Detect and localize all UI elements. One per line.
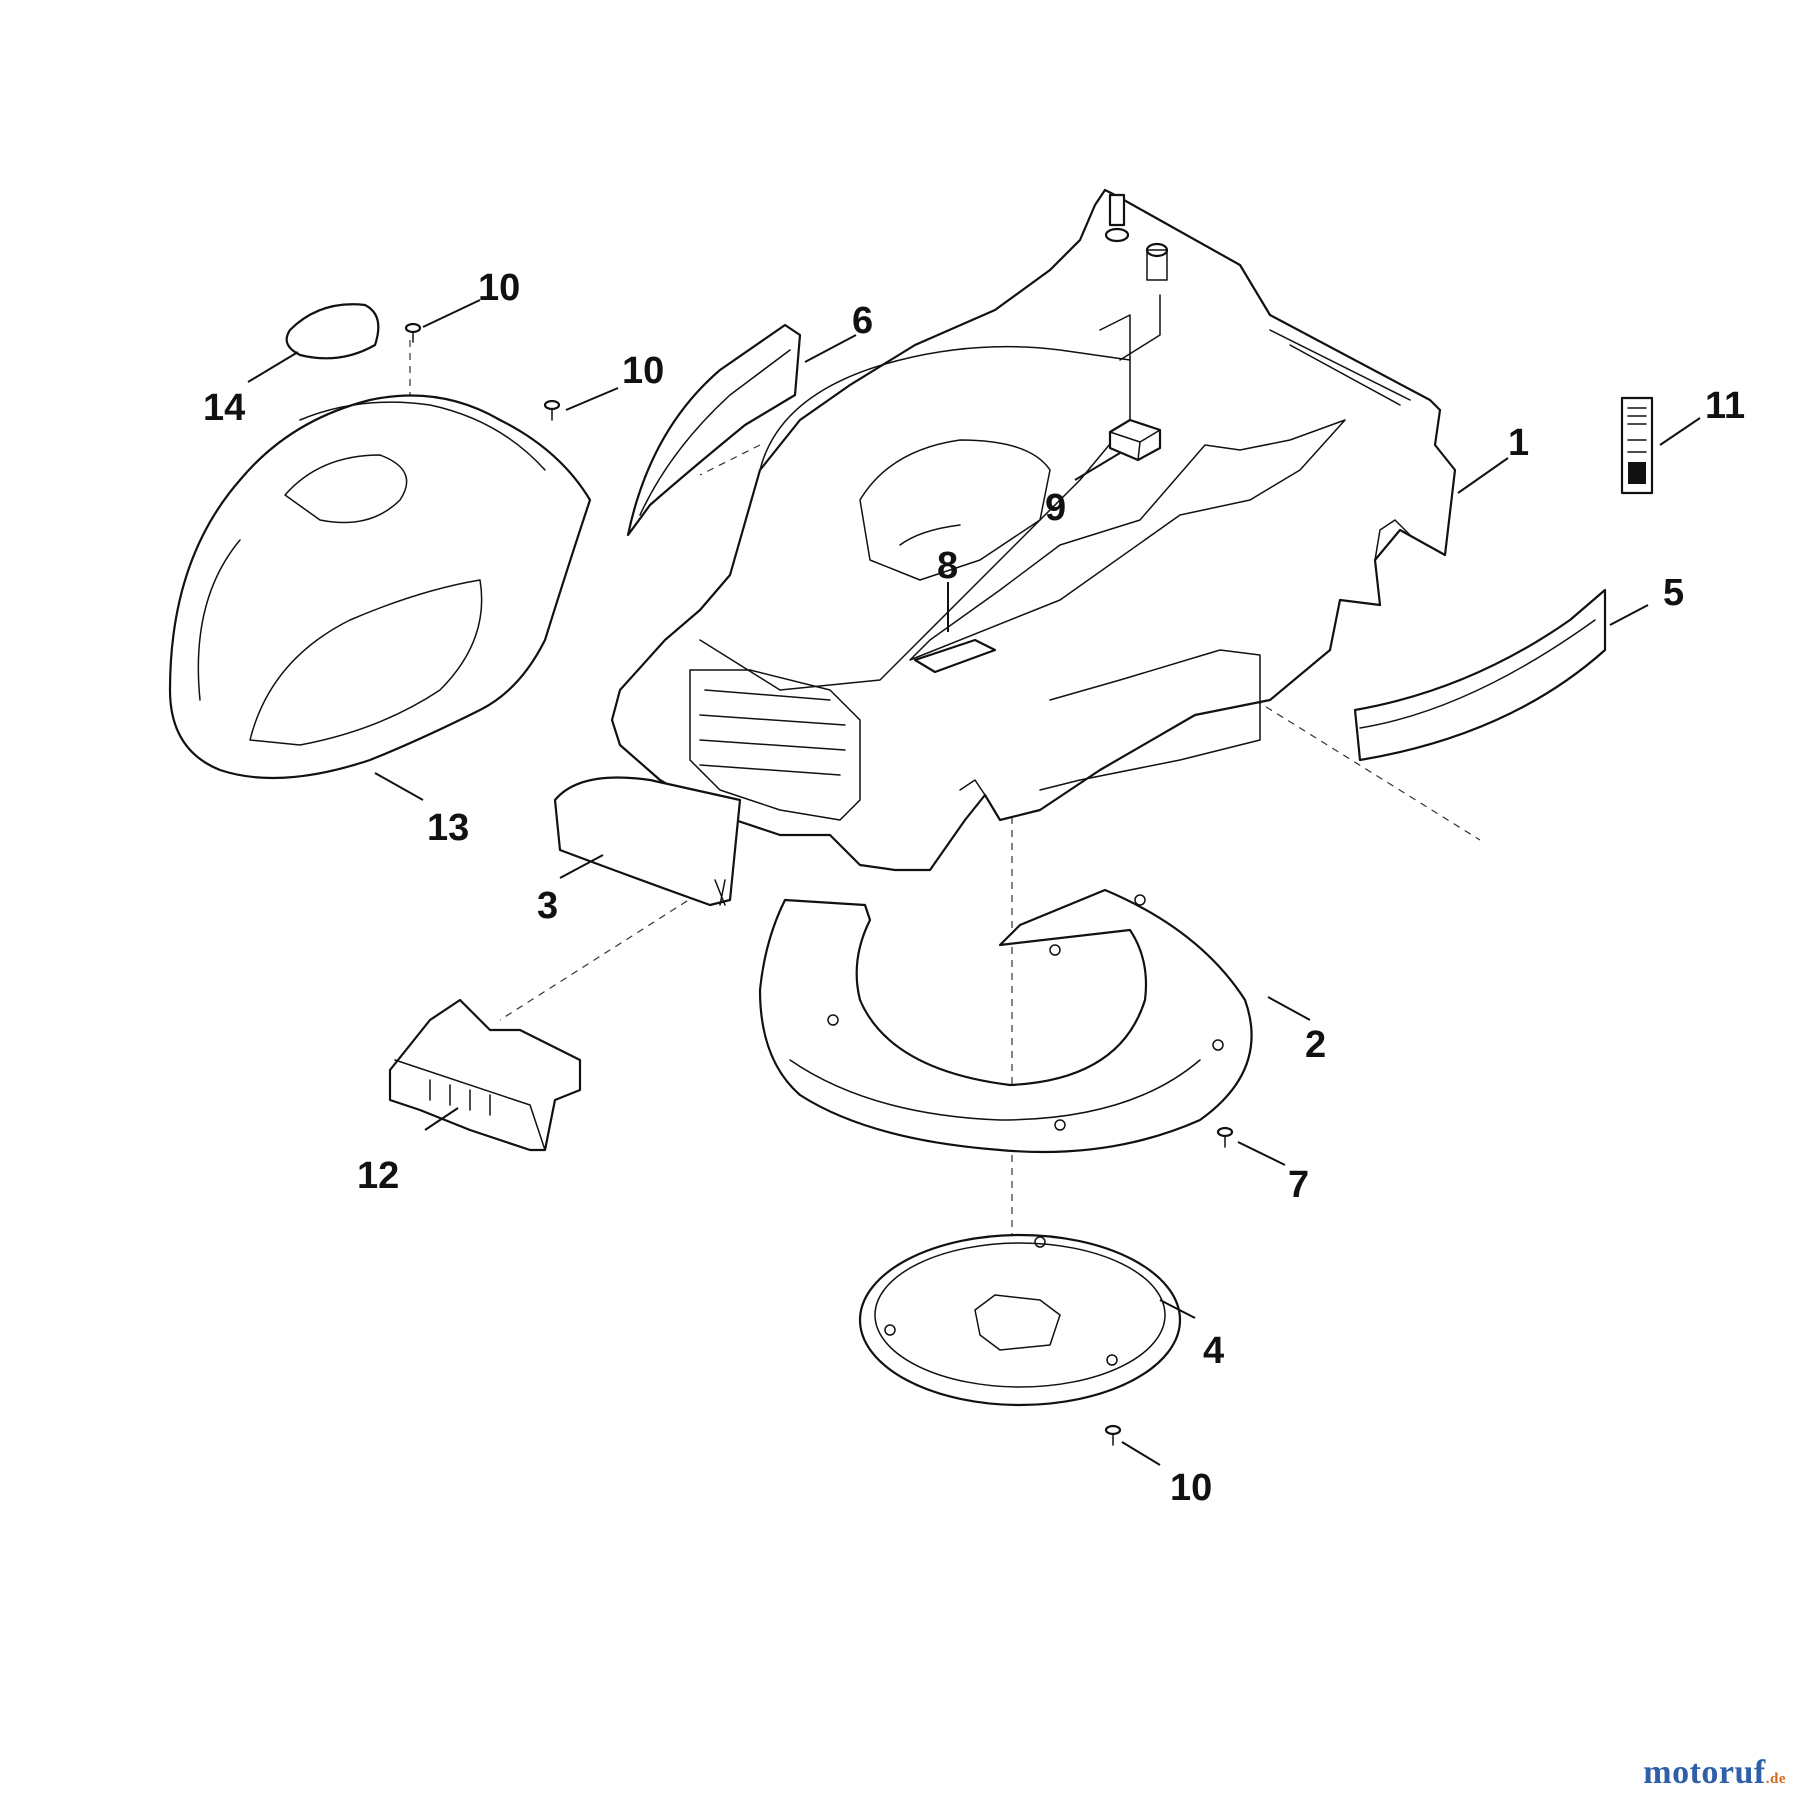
clip-part-9: [1108, 418, 1162, 462]
label-part-11: [1620, 396, 1654, 495]
callout-1: 1: [1508, 422, 1529, 464]
watermark-tld: .de: [1765, 1771, 1786, 1787]
bracket-part-12: [388, 998, 582, 1152]
callout-3: 3: [537, 885, 558, 927]
engine-cover-part-13: [168, 394, 592, 780]
callout-4: 4: [1203, 1330, 1224, 1372]
callout-2: 2: [1305, 1024, 1326, 1066]
disc-part-4: [858, 1233, 1182, 1407]
side-trim-part-6: [626, 323, 802, 537]
deck-housing: [610, 188, 1457, 872]
front-flap-part-3: [553, 776, 742, 907]
screw-10c: [1104, 1424, 1122, 1446]
callout-8: 8: [937, 545, 958, 587]
screw-10b: [543, 399, 561, 421]
watermark: motoruf.de: [1643, 1754, 1786, 1792]
callout-5: 5: [1663, 572, 1684, 614]
baffle-plate-part-2: [758, 888, 1253, 1154]
rear-strip-part-5: [1353, 588, 1607, 762]
callout-9: 9: [1045, 487, 1066, 529]
screw-10a: [404, 322, 422, 343]
callouts: 1 2 3 4 5 6 7 8 9 10 10 10 11 12 13 14: [203, 267, 1745, 1509]
callout-14: 14: [203, 387, 245, 429]
callout-10a: 10: [478, 267, 520, 309]
callout-11: 11: [1705, 385, 1745, 427]
callout-6: 6: [852, 300, 873, 342]
callout-7: 7: [1288, 1164, 1309, 1206]
callout-12: 12: [357, 1155, 399, 1197]
watermark-main: motoruf: [1643, 1754, 1766, 1791]
callout-10c: 10: [1170, 1467, 1212, 1509]
strip-part-8: [913, 638, 997, 674]
screw-7: [1216, 1126, 1234, 1148]
leader-lines: [247, 299, 1701, 1466]
cover-cap-part-14: [285, 303, 380, 360]
callout-10b: 10: [622, 350, 664, 392]
callout-13: 13: [427, 807, 469, 849]
